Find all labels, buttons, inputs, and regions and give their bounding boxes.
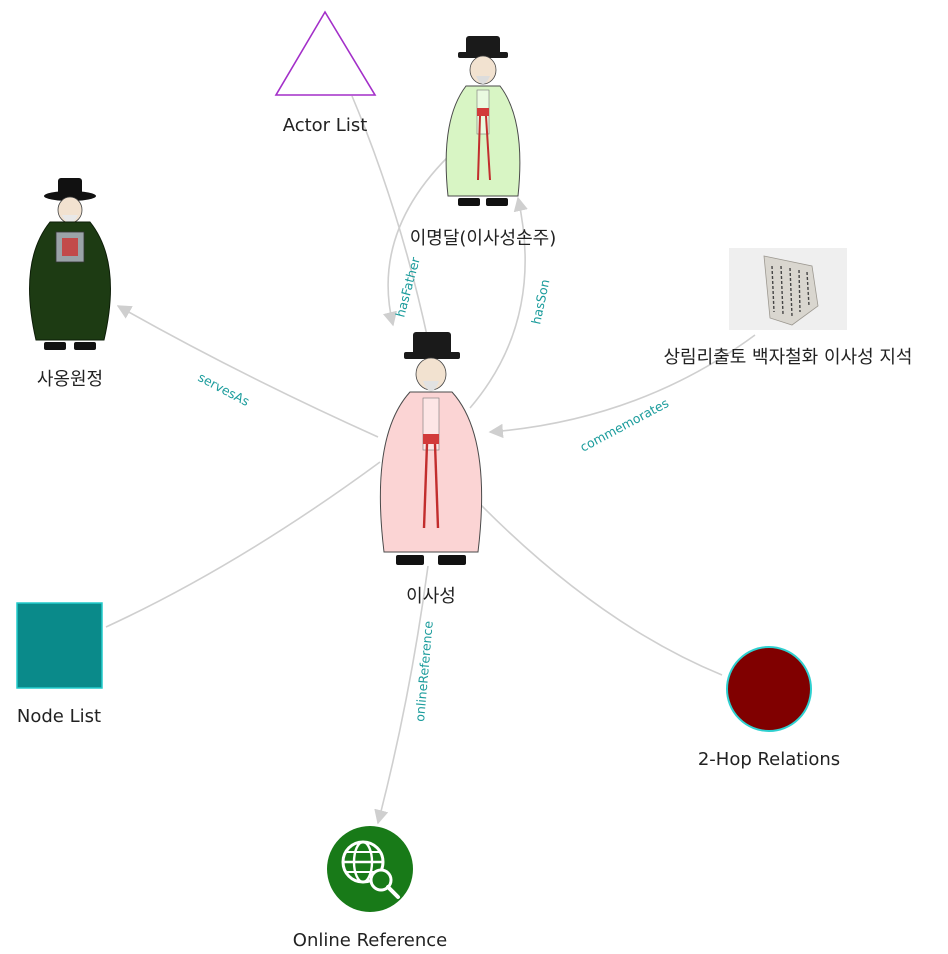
edge-label-has-son: hasSon xyxy=(528,278,552,326)
edge-actor-list xyxy=(351,95,429,341)
edge-serves-as[interactable] xyxy=(116,305,379,438)
scholar-green-robe-icon xyxy=(445,36,521,206)
node-label-center: 이사성 xyxy=(406,586,456,607)
node-relic[interactable]: 상림리출토 백자철화 이사성 지석 xyxy=(663,248,913,368)
edge-commemorates[interactable] xyxy=(488,334,756,439)
edge-node-list xyxy=(105,461,381,628)
circle-icon xyxy=(726,646,812,732)
scholar-pink-robe-icon xyxy=(379,332,483,565)
edge-label-has-father: hasFather xyxy=(392,255,423,319)
node-label-office: 사옹원정 xyxy=(37,369,103,390)
node-actor-list[interactable]: Actor List xyxy=(274,10,377,136)
node-two-hop[interactable]: 2-Hop Relations xyxy=(698,646,840,770)
node-node-list[interactable]: Node List xyxy=(16,602,103,727)
node-label-online-reference: Online Reference xyxy=(293,930,447,951)
epitaph-stone-icon xyxy=(729,248,847,330)
triangle-icon xyxy=(274,10,377,96)
node-grandson[interactable]: 이명달(이사성손주) xyxy=(410,36,557,249)
edge-has-father[interactable] xyxy=(382,149,456,327)
edge-label-serves-as: servesAs xyxy=(196,369,253,409)
official-dark-robe-icon xyxy=(29,178,111,350)
globe-search-icon xyxy=(327,826,413,912)
node-center[interactable]: 이사성 xyxy=(379,332,483,607)
node-online-reference[interactable]: Online Reference xyxy=(293,826,447,951)
square-icon xyxy=(16,602,103,689)
node-label-grandson: 이명달(이사성손주) xyxy=(410,228,557,249)
edge-label-online-reference: onlineReference xyxy=(412,620,436,722)
node-label-relic: 상림리출토 백자철화 이사성 지석 xyxy=(663,347,912,368)
edge-has-son[interactable] xyxy=(469,196,528,409)
node-office[interactable]: 사옹원정 xyxy=(29,178,111,390)
node-label-actor-list: Actor List xyxy=(283,115,368,136)
node-label-node-list: Node List xyxy=(17,706,101,727)
edge-online-reference[interactable] xyxy=(374,565,429,825)
node-label-two-hop: 2-Hop Relations xyxy=(698,749,840,770)
edge-two-hop xyxy=(479,503,723,676)
